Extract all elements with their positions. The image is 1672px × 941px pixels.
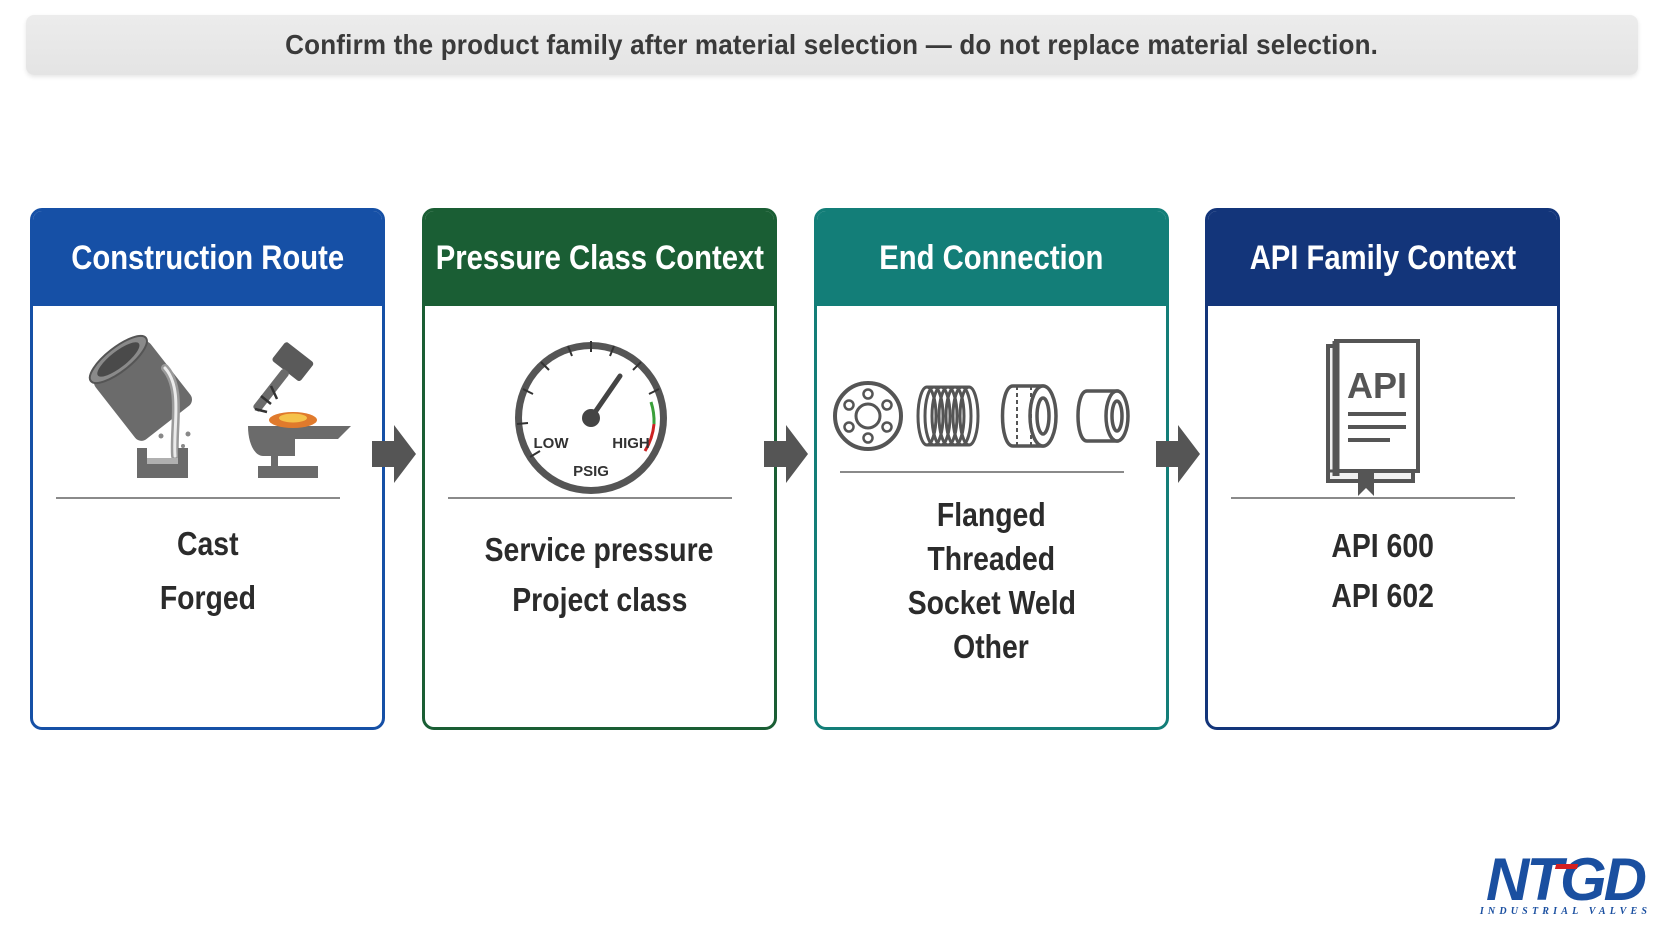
ladle-pour-icon (88, 334, 192, 478)
logo-tagline: INDUSTRIAL VALVES (1479, 906, 1652, 917)
banner-text: Confirm the product family after materia… (285, 29, 1379, 60)
logo-mark: NTGD (1486, 846, 1649, 913)
card-title: Pressure Class Context (435, 239, 764, 277)
flow-arrow-icon (764, 425, 808, 483)
card-title: Construction Route (71, 239, 344, 277)
socket-weld-icon (1000, 384, 1058, 448)
card-end-connection: End Connection (814, 208, 1169, 730)
pressure-gauge-icon: LOW HIGH PSIG (515, 341, 667, 494)
gauge-unit-label: PSIG (573, 463, 609, 480)
card-header: Construction Route (33, 211, 382, 306)
card-api-family: API Family Context API API 600 API 602 (1205, 208, 1560, 730)
item-socket-weld: Socket Weld (907, 584, 1076, 621)
card-items: API 600 API 602 (1208, 527, 1557, 627)
book-label: API (1347, 365, 1407, 406)
item-project-class: Project class (511, 581, 688, 618)
item-threaded: Threaded (927, 540, 1056, 577)
connection-illustration (817, 306, 1166, 526)
item-cast: Cast (176, 525, 239, 562)
card-items: Cast Forged (33, 525, 382, 633)
card-title: API Family Context (1249, 239, 1516, 277)
flow-arrow-icon (1156, 425, 1200, 483)
api-book-icon: API (1326, 339, 1420, 496)
card-divider (1231, 497, 1515, 499)
item-api-600: API 600 (1331, 527, 1434, 564)
card-items: Service pressure Project class (425, 531, 774, 631)
threaded-connection-icon (916, 385, 980, 447)
pressure-illustration: LOW HIGH PSIG (425, 306, 774, 526)
construction-illustration (33, 306, 382, 526)
item-other: Other (953, 628, 1030, 665)
card-header: API Family Context (1208, 211, 1557, 306)
gauge-high-label: HIGH (612, 435, 650, 452)
item-service-pressure: Service pressure (485, 531, 714, 568)
anvil-hammer-icon (248, 342, 351, 478)
card-items: Flanged Threaded Socket Weld Other (817, 496, 1166, 672)
flow-arrow-icon (372, 425, 416, 483)
card-divider (840, 471, 1124, 473)
item-flanged: Flanged (937, 496, 1046, 533)
card-pressure-class: Pressure Class Context LOW HIGH PS (422, 208, 777, 730)
api-illustration: API (1208, 306, 1557, 526)
card-divider (56, 497, 340, 499)
gauge-low-label: LOW (534, 435, 570, 452)
card-divider (448, 497, 732, 499)
card-header: End Connection (817, 211, 1166, 306)
item-forged: Forged (159, 579, 256, 616)
item-api-602: API 602 (1331, 577, 1434, 614)
pipe-end-icon (1076, 389, 1130, 443)
card-construction-route: Construction Route (30, 208, 385, 730)
card-title: End Connection (879, 239, 1104, 277)
ntgd-logo: NTGD INDUSTRIAL VALVES (1478, 846, 1653, 918)
card-header: Pressure Class Context (425, 211, 774, 306)
logo-brand: NTGD (1486, 850, 1646, 906)
instruction-banner: Confirm the product family after materia… (26, 15, 1638, 75)
flange-icon (833, 381, 903, 451)
